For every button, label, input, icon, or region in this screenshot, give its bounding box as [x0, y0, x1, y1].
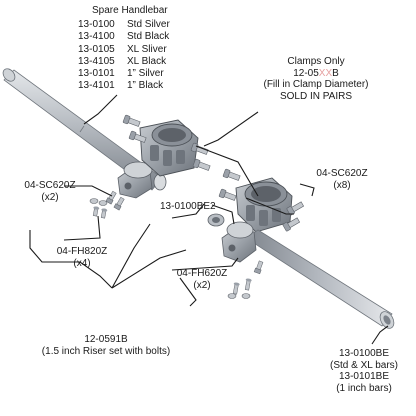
- clamps-part-placeholder: XX: [318, 67, 333, 79]
- part-number: 13-0100: [78, 19, 115, 30]
- right-small-hardware: [227, 260, 264, 299]
- clamps-part-suffix: B: [332, 67, 339, 79]
- spare-handlebar-title: Spare Handlebar: [92, 5, 168, 16]
- callout-part: 04-SC620Z: [316, 168, 368, 179]
- part-description: Std Silver: [127, 19, 170, 30]
- callout-desc: (1 inch bars): [336, 382, 392, 394]
- part-description: XL Sliver: [127, 43, 167, 55]
- table-row: 13-0105 XL Sliver: [78, 44, 170, 56]
- clamps-callout: Clamps Only 12-05XXB (Fill in Clamp Diam…: [256, 56, 376, 102]
- left-riser-block: [117, 161, 167, 199]
- callout-part: 12-0591B: [84, 334, 128, 345]
- part-description: XL Black: [127, 55, 167, 67]
- clamps-part-prefix: 12-05: [293, 67, 319, 79]
- end-cap-callout: 13-0100BE2: [160, 201, 216, 212]
- right-riser-block: [207, 213, 257, 263]
- callout-part: 13-0100BE: [338, 348, 390, 359]
- leader-lines: [29, 94, 389, 345]
- clamps-title: Clamps Only: [287, 56, 345, 67]
- callout-qty: (x2): [193, 279, 211, 291]
- left-small-hardware: [89, 190, 125, 219]
- callout-part: 04-SC620Z: [24, 180, 76, 191]
- left-clamp-bolts: [122, 114, 211, 171]
- callout-qty: (x8): [333, 179, 351, 191]
- table-row: 13-0100 Std Silver: [78, 19, 170, 31]
- table-row: 13-4101 1” Black: [78, 80, 170, 92]
- clamps-sold: SOLD IN PAIRS: [279, 90, 353, 102]
- clamps-part-number: 12-05XXB: [256, 68, 376, 80]
- part-number: 13-4101: [78, 80, 115, 92]
- callout-qty: (x4): [73, 257, 91, 269]
- table-row: 13-4105 XL Black: [78, 56, 170, 68]
- left-clamp: [139, 119, 199, 177]
- spare-handlebar-table: 13-0100 Std Silver 13-4100 Std Black 13-01…: [78, 19, 170, 93]
- left-bolts-callout: 04-SC620Z (x2): [18, 180, 82, 203]
- washers-callout: 04-FH820Z (x4): [50, 246, 114, 269]
- right-handlebar: [245, 229, 395, 329]
- part-number: 13-4100: [78, 31, 115, 43]
- riser-bolts-callout: 04-FH620Z (x2): [170, 268, 234, 291]
- part-number: 13-0105: [78, 43, 115, 55]
- callout-desc: (Std & XL bars): [330, 359, 398, 371]
- bar-end-callout: 13-0100BE (Std & XL bars) 13-0101BE (1 i…: [318, 348, 410, 394]
- right-clamp-bolts: [218, 168, 305, 232]
- table-row: 13-0101 1” Silver: [78, 68, 170, 80]
- riser-set-callout: 12-0591B (1.5 inch Riser set with bolts): [16, 334, 196, 357]
- part-description: 1” Black: [127, 80, 164, 92]
- callout-qty: (x2): [41, 191, 59, 203]
- callout-part: 13-0101BE: [338, 371, 390, 382]
- callout-part: 04-FH620Z: [176, 268, 228, 279]
- left-handlebar: [2, 68, 163, 191]
- clamps-note: (Fill in Clamp Diameter): [263, 79, 369, 90]
- table-row: 13-4100 Std Black: [78, 31, 170, 43]
- part-description: 1” Silver: [127, 68, 164, 80]
- part-description: Std Black: [127, 31, 170, 43]
- part-number: 13-4105: [78, 55, 115, 67]
- part-number: 13-0101: [78, 68, 115, 80]
- callout-part: 04-FH820Z: [56, 246, 108, 257]
- right-bolts-callout: 04-SC620Z (x8): [310, 168, 374, 191]
- callout-desc: (1.5 inch Riser set with bolts): [41, 345, 171, 357]
